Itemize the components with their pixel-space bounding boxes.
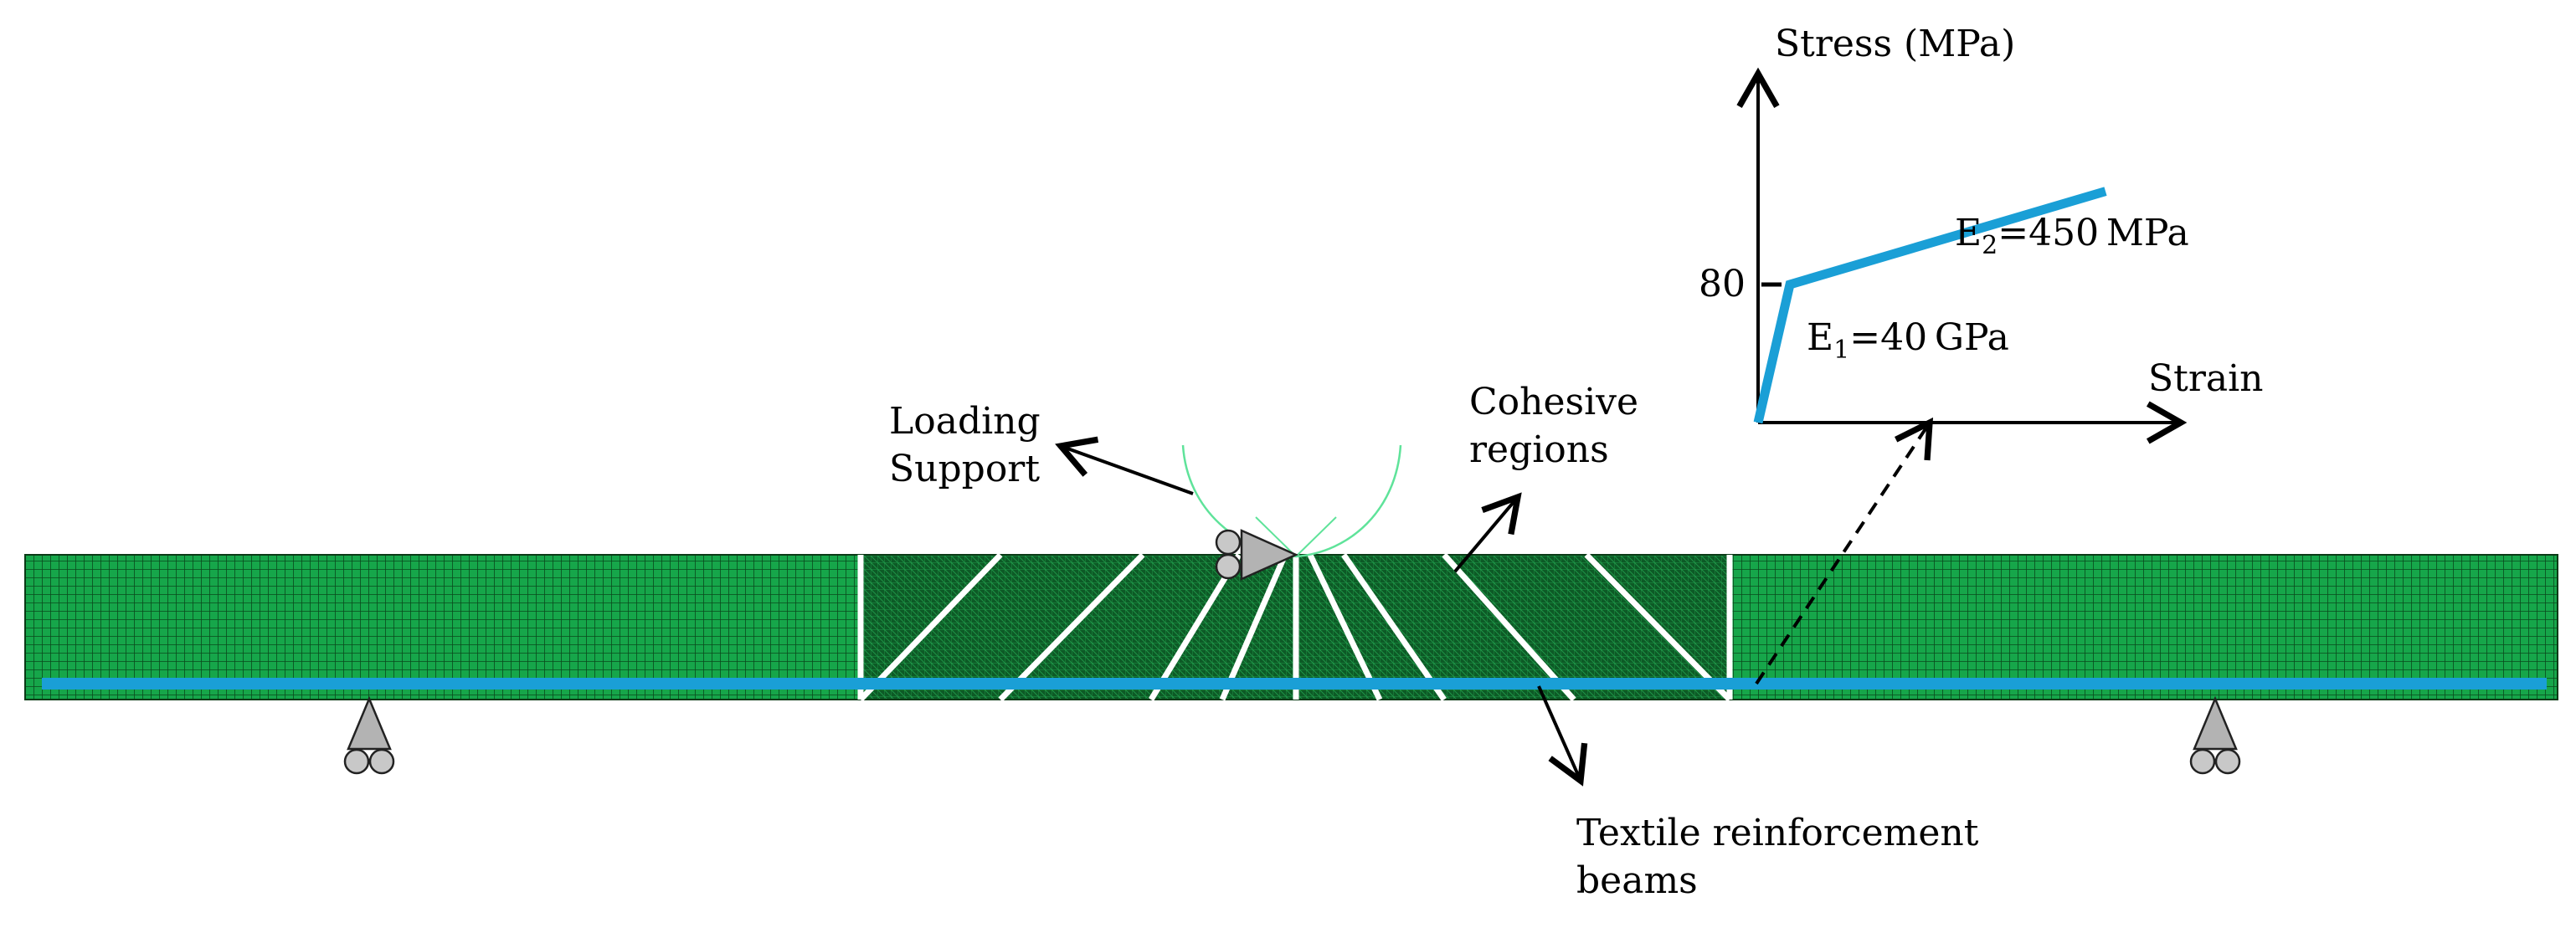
roller — [343, 748, 370, 775]
loading-support-triangle — [1240, 529, 1299, 581]
support-triangle — [2193, 695, 2238, 751]
roller — [2214, 748, 2241, 775]
cohesive-regions-arrow — [1453, 492, 1522, 573]
chart-x-axis-label: Strain — [2148, 357, 2264, 400]
stress-strain-curve — [1753, 187, 2107, 424]
loading-guide — [1295, 516, 1337, 557]
beam-left-mesh — [24, 554, 861, 700]
cohesive-line — [1219, 553, 1288, 701]
e1-annotation: E1=40 GPa — [1807, 316, 2009, 365]
loading-support-arrow — [1055, 436, 1194, 495]
loading-arc-right — [1295, 444, 1402, 558]
left-support — [343, 695, 395, 775]
inset-link-arrow — [1755, 417, 1934, 685]
roller — [1215, 553, 1242, 580]
support-triangle — [347, 695, 392, 751]
chart-y-axis-label: Stress (MPa) — [1775, 23, 2015, 65]
cohesive-line — [858, 552, 1003, 702]
cohesive-regions-label-line1: Cohesive — [1469, 381, 1638, 423]
stress-strain-chart: Stress (MPa) Strain 80 E1=40 GPa E2=450 … — [1699, 23, 2264, 444]
textile-label-line2: beams — [1576, 859, 1698, 902]
textile-label-line1: Textile reinforcement — [1576, 812, 1979, 854]
roller — [2189, 748, 2216, 775]
e2-annotation: E2=450 MPa — [1955, 212, 2189, 260]
cohesive-regions-label-line2: regions — [1469, 428, 1609, 471]
cohesive-line — [1442, 552, 1576, 702]
cohesive-line — [1149, 553, 1242, 701]
roller — [1215, 529, 1242, 556]
cohesive-line — [1307, 553, 1383, 701]
loading-support — [1181, 444, 1402, 581]
right-support — [2189, 695, 2241, 775]
chart-y-tick-label: 80 — [1699, 263, 1746, 305]
roller — [368, 748, 395, 775]
cohesive-line — [1341, 553, 1447, 701]
loading-support-label-line2: Support — [889, 448, 1040, 490]
cohesive-line — [1584, 552, 1732, 702]
beam-right-mesh — [1729, 554, 2558, 700]
textile-arrow — [1537, 685, 1588, 787]
cohesive-region-lines — [857, 552, 1733, 702]
cohesive-line — [998, 552, 1145, 702]
loading-support-label-line1: Loading — [889, 400, 1041, 443]
loading-guide — [1255, 516, 1297, 557]
